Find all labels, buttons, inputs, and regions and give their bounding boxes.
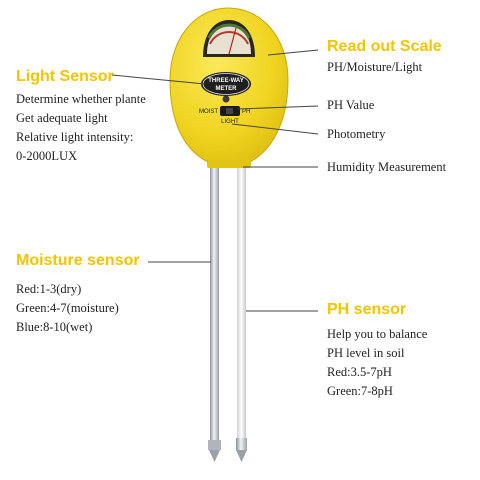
moisture-line: Red:1-3(dry): [16, 282, 82, 296]
switch-label-ph: PH: [242, 109, 250, 115]
ph-sensor-desc: Help you to balance PH level in soil Red…: [327, 325, 427, 401]
light-sensor-dot: [222, 95, 230, 103]
leader-light-sensor: [111, 74, 206, 85]
light-sensor-title: Light Sensor: [16, 68, 114, 85]
badge-line1: THREE-WAY: [208, 78, 243, 84]
switch-label-moist: MOIST: [199, 109, 218, 115]
moisture-line: Blue:8-10(wet): [16, 320, 93, 334]
readout-title: Read out Scale: [327, 38, 442, 55]
moisture-sensor-desc: Red:1-3(dry) Green:4-7(moisture) Blue:8-…: [16, 280, 119, 337]
readout-desc: PH/Moisture/Light: [327, 60, 423, 74]
light-sensor-line: Relative light intensity:: [16, 130, 134, 144]
light-sensor-line: Get adequate light: [16, 111, 108, 125]
ph-value-label: PH Value: [327, 98, 375, 112]
ph-line: Help you to balance: [327, 327, 428, 341]
gauge-window: [203, 20, 255, 57]
ph-line: Green:7-8pH: [327, 384, 393, 398]
leader-ph-value: [237, 105, 319, 110]
brand-badge: THREE-WAY METER: [201, 72, 251, 96]
humidity-label: Humidity Measurement: [327, 160, 447, 174]
mode-switch[interactable]: [220, 106, 240, 116]
photometry-label: Photometry: [327, 127, 386, 141]
switch-label-light: LIGHT: [221, 119, 239, 125]
moisture-line: Green:4-7(moisture): [16, 301, 119, 315]
badge-line2: METER: [216, 86, 238, 92]
leader-readout: [267, 49, 319, 56]
right-probe: [236, 160, 247, 462]
ph-line: Red:3.5-7pH: [327, 365, 392, 379]
moisture-sensor-title: Moisture sensor: [16, 252, 140, 269]
light-sensor-line: 0-2000LUX: [16, 149, 78, 163]
leader-photometry: [231, 123, 319, 135]
ph-line: PH level in soil: [327, 346, 405, 360]
ph-sensor-title: PH sensor: [327, 301, 407, 318]
light-sensor-desc: Determine whether plante Get adequate li…: [16, 90, 146, 166]
light-sensor-line: Determine whether plante: [16, 92, 146, 106]
left-probe: [208, 160, 221, 462]
